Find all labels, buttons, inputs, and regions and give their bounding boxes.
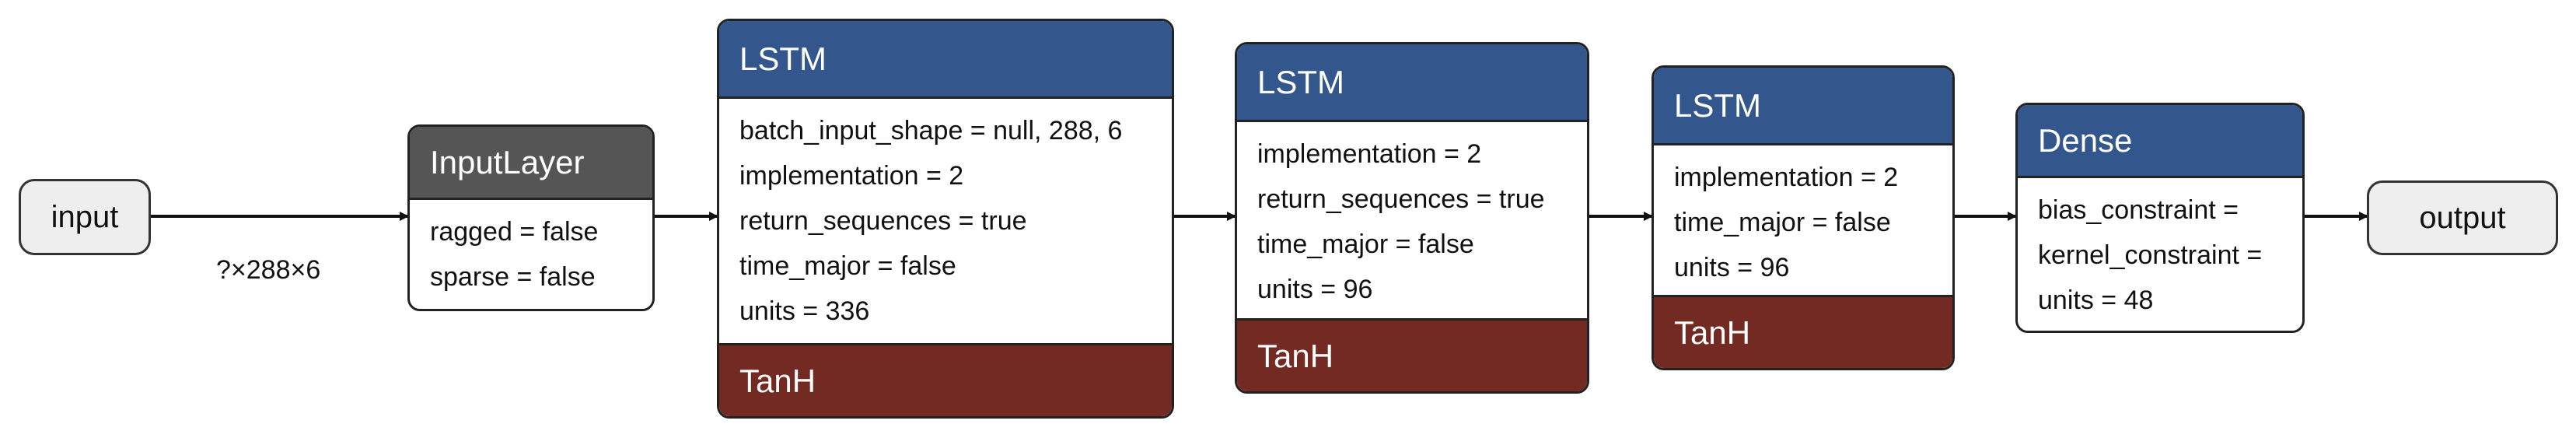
output-node: output <box>2367 180 2558 255</box>
layer-lstm-2: LSTM implementation = 2 return_sequences… <box>1235 42 1589 394</box>
layer-lstm-1: LSTM batch_input_shape = null, 288, 6 im… <box>717 19 1174 419</box>
layer-dense-props: bias_constraint = kernel_constraint = un… <box>2018 178 2302 331</box>
layer-dense: Dense bias_constraint = kernel_constrain… <box>2015 103 2305 333</box>
layer-prop: implementation = 2 <box>1674 163 1899 192</box>
layer-prop: batch_input_shape = null, 288, 6 <box>739 116 1123 145</box>
output-node-label: output <box>2419 200 2506 235</box>
input-node-label: input <box>51 199 119 234</box>
layer-lstm-3: LSTM implementation = 2 time_major = fal… <box>1652 65 1955 370</box>
layer-lstm-3-props: implementation = 2 time_major = false un… <box>1654 145 1952 295</box>
layer-prop: time_major = false <box>1257 230 1474 259</box>
layer-prop: return_sequences = true <box>1257 184 1545 214</box>
layer-lstm-3-activation: TanH <box>1654 295 1952 368</box>
layer-prop: units = 96 <box>1674 253 1790 282</box>
layer-lstm-1-activation: TanH <box>719 343 1172 416</box>
layer-prop: time_major = false <box>739 251 956 281</box>
layer-lstm-2-activation: TanH <box>1237 318 1587 391</box>
layer-inputlayer-title: InputLayer <box>410 127 652 200</box>
layer-prop: time_major = false <box>1674 208 1891 237</box>
layer-inputlayer-props: ragged = false sparse = false <box>410 200 652 309</box>
layer-prop: bias_constraint = <box>2038 195 2239 225</box>
layer-prop: implementation = 2 <box>1257 139 1482 169</box>
layer-dense-title: Dense <box>2018 105 2302 178</box>
layer-lstm-3-title: LSTM <box>1654 68 1952 145</box>
layer-lstm-2-props: implementation = 2 return_sequences = tr… <box>1237 122 1587 318</box>
layer-inputlayer: InputLayer ragged = false sparse = false <box>407 124 655 311</box>
layer-prop: sparse = false <box>430 262 596 292</box>
layer-prop: kernel_constraint = <box>2038 240 2263 270</box>
layer-lstm-2-title: LSTM <box>1237 44 1587 122</box>
layer-lstm-1-props: batch_input_shape = null, 288, 6 impleme… <box>719 99 1172 343</box>
layer-prop: units = 336 <box>739 296 870 326</box>
layer-prop: ragged = false <box>430 217 599 247</box>
layer-prop: return_sequences = true <box>739 206 1027 236</box>
input-node: input <box>19 179 151 255</box>
layer-prop: units = 48 <box>2038 286 2154 315</box>
layer-lstm-1-title: LSTM <box>719 21 1172 99</box>
input-shape-label: ?×288×6 <box>216 255 321 285</box>
layer-prop: implementation = 2 <box>739 161 964 191</box>
layer-prop: units = 96 <box>1257 275 1373 304</box>
